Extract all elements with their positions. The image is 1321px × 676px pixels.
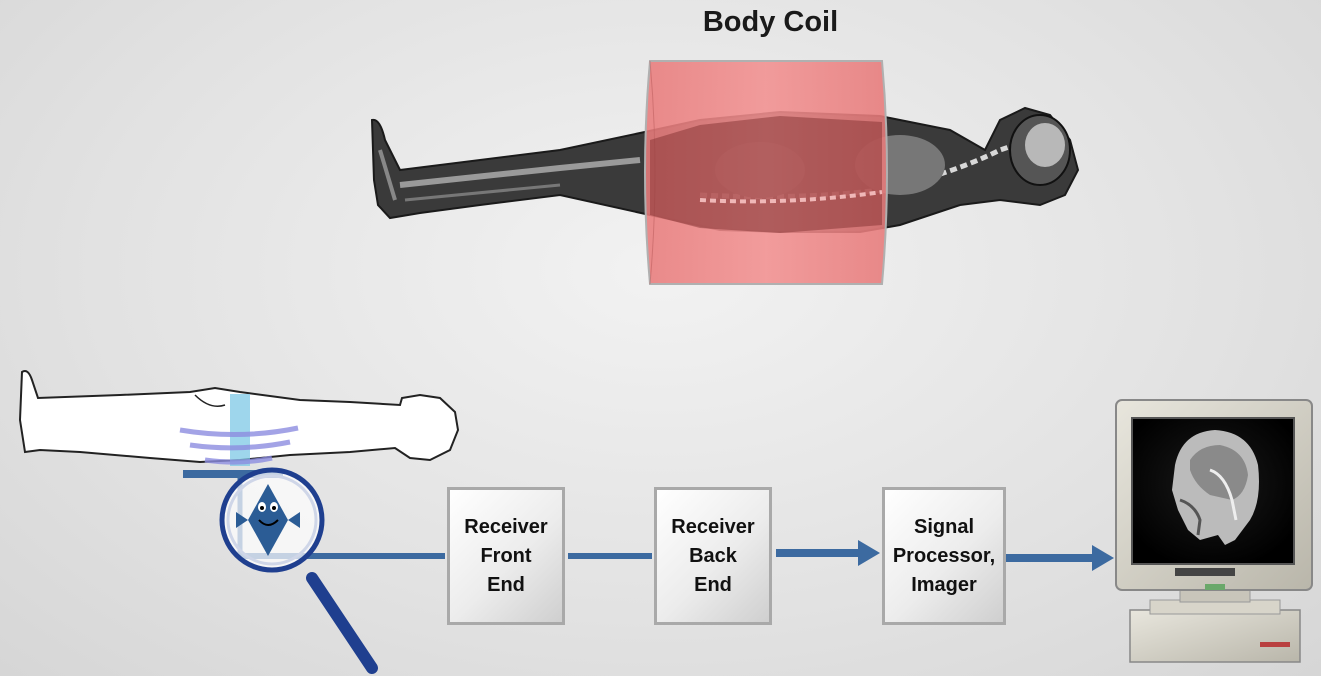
block-label-line: Signal xyxy=(893,513,995,542)
receiver-back-end-block: Receiver Back End xyxy=(654,487,772,625)
block-label-line: End xyxy=(464,571,547,600)
arrowhead-icon xyxy=(858,540,880,566)
receiver-front-end-block: Receiver Front End xyxy=(447,487,565,625)
block-label-line: Front xyxy=(464,542,547,571)
block-label-line: Back xyxy=(671,542,754,571)
block-label-line: End xyxy=(671,571,754,600)
block-label-line: Imager xyxy=(893,571,995,600)
block-label-line: Receiver xyxy=(671,513,754,542)
diagram-title: Body Coil xyxy=(0,6,1321,39)
arrowhead-icon xyxy=(1092,545,1114,571)
magnifier-icon xyxy=(222,470,372,668)
block-label-line: Processor, xyxy=(893,542,995,571)
signal-processor-block: Signal Processor, Imager xyxy=(882,487,1006,625)
body-coil-cylinder xyxy=(645,61,887,284)
block-label-line: Receiver xyxy=(464,513,547,542)
patient-outline-icon xyxy=(20,371,458,478)
